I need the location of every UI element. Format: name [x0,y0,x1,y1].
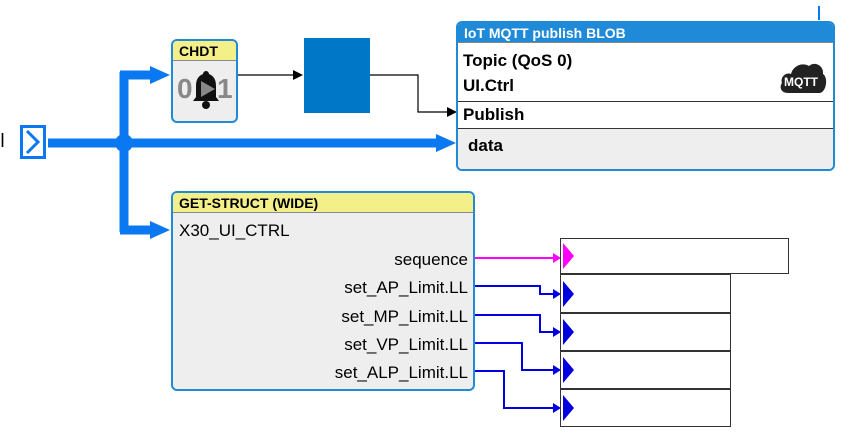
chdt-body: 0 1 [173,61,236,121]
mqtt-publish-label: Publish [463,105,525,124]
wire-ap [474,285,556,295]
wire-vp [474,342,556,371]
wire-mp [474,314,556,333]
wire-sequence-arrow [553,253,561,263]
output-box-vp[interactable] [560,351,731,389]
bus-junction [115,134,133,152]
chdt-block[interactable]: CHDT 0 1 [171,39,238,123]
mqtt-publish-block[interactable]: IoT MQTT publish BLOB Topic (QoS 0) UI.C… [456,21,835,171]
bell-icon [193,71,219,109]
mqtt-data-port[interactable]: data [458,129,833,169]
output-box-ap[interactable] [560,274,731,313]
output-marker-vp [563,357,574,383]
mqtt-topic-label: Topic (QoS 0) [463,51,573,70]
input-terminal[interactable] [20,125,46,159]
output-box-mp[interactable] [560,313,731,351]
wire-ap-arrow [553,289,561,299]
mqtt-title: IoT MQTT publish BLOB [458,23,833,43]
output-label-ap: set_AP_Limit.LL [344,278,468,297]
get-struct-title: GET-STRUCT (WIDE) [173,193,473,213]
get-struct-block[interactable]: GET-STRUCT (WIDE) X30_UI_CTRL sequence s… [171,191,475,391]
input-label: rl [0,131,5,152]
output-label-vp: set_VP_Limit.LL [344,335,468,354]
output-box-alp[interactable] [560,389,731,427]
get-struct-name: X30_UI_CTRL [179,221,290,240]
play-icon [201,81,215,97]
wire-to-publish [370,74,448,113]
output-marker-alp [563,395,574,421]
bus-arrow-data [436,134,456,152]
input-terminal-chevron-icon [25,129,41,155]
output-label-sequence: sequence [394,250,468,269]
output-label-mp: set_MP_Limit.LL [341,307,468,326]
mqtt-publish-port[interactable]: Publish [458,102,833,129]
bus-arrow-chdt [150,66,170,84]
chdt-left-digit: 0 [177,73,193,104]
chdt-title: CHDT [173,41,236,61]
output-label-alp: set_ALP_Limit.LL [334,363,468,382]
mqtt-topic-area: Topic (QoS 0) UI.Ctrl MQTT [458,43,833,102]
chdt-right-digit: 1 [217,73,233,104]
wire-mp-arrow [553,327,561,337]
mqtt-data-label: data [468,136,503,155]
output-marker-ap [563,280,574,307]
mqtt-badge-text: MQTT [784,75,818,89]
wire-publish-arrow [447,107,457,117]
mqtt-topic-value: UI.Ctrl [463,76,514,95]
bus-arrow-getstruct [150,221,170,239]
wire-chdt-arrow [293,70,303,80]
solid-block[interactable] [304,38,370,113]
output-marker-sequence [563,243,574,269]
mqtt-cloud-icon: MQTT [778,57,828,97]
output-marker-mp [563,319,574,345]
wire-alp [474,370,556,409]
wire-alp-arrow [553,403,561,413]
output-box-sequence[interactable] [560,238,789,274]
wire-vp-arrow [553,365,561,375]
